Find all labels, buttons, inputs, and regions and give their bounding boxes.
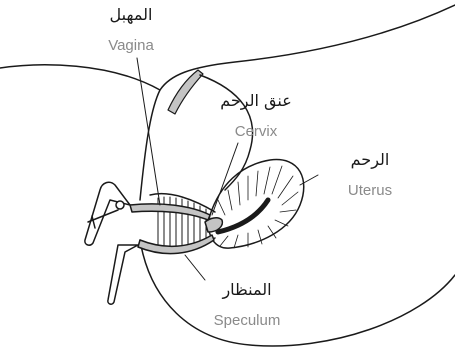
vagina-label-english: Vagina (94, 38, 168, 53)
uterus-label-english: Uterus (340, 183, 400, 198)
cervix-leader-line (212, 143, 238, 215)
uterus-outer (209, 160, 304, 249)
cervix-label-english: Cervix (204, 124, 308, 139)
uterus-texture (218, 166, 298, 248)
speculum-leader-line (185, 255, 205, 280)
speculum-label-english: Speculum (204, 313, 290, 328)
body-outline-lower (140, 240, 455, 346)
vagina-leader-line (137, 58, 160, 205)
cervix-label-arabic: عنق الرحم (204, 93, 308, 109)
vagina-label-arabic: المهبل (94, 7, 168, 23)
body-outline-left (0, 65, 160, 200)
uterus-label-arabic: الرحم (340, 152, 400, 168)
speculum-label-arabic: المنظار (204, 282, 290, 298)
pubic-bone (168, 70, 203, 114)
speculum-handle-lower (108, 245, 138, 304)
uterine-cavity (218, 200, 268, 232)
speculum-pivot-screw (116, 201, 124, 209)
